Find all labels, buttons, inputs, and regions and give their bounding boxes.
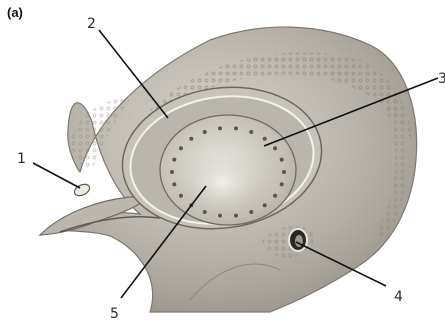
- eye-dot: [249, 210, 253, 214]
- eye-dot: [172, 158, 176, 162]
- eye-dot: [218, 214, 222, 218]
- eye-center: [184, 152, 260, 212]
- label-3: 3: [438, 71, 445, 87]
- eye-dot: [172, 182, 176, 186]
- label-2: 2: [87, 16, 96, 32]
- leader-line-1: [33, 163, 80, 188]
- eye-dot: [280, 158, 284, 162]
- eye-dot: [203, 130, 207, 134]
- eye-dot: [170, 170, 174, 174]
- panel-label: (a): [7, 5, 23, 20]
- eye-dot: [282, 170, 286, 174]
- eye-dot: [234, 214, 238, 218]
- eye-dot: [273, 194, 277, 198]
- label-4: 4: [394, 289, 403, 305]
- eye-dot: [234, 126, 238, 130]
- eye-dot: [273, 146, 277, 150]
- nostril: [73, 182, 92, 198]
- eye-dot: [263, 203, 267, 207]
- eye-dot: [263, 137, 267, 141]
- eye-dot: [189, 137, 193, 141]
- eye-dot: [249, 130, 253, 134]
- eye-dot: [179, 146, 183, 150]
- eye-dot: [179, 194, 183, 198]
- eye-dot: [280, 182, 284, 186]
- label-5: 5: [110, 306, 119, 322]
- eye-dot: [203, 210, 207, 214]
- eye-dot: [218, 126, 222, 130]
- label-1: 1: [17, 151, 26, 167]
